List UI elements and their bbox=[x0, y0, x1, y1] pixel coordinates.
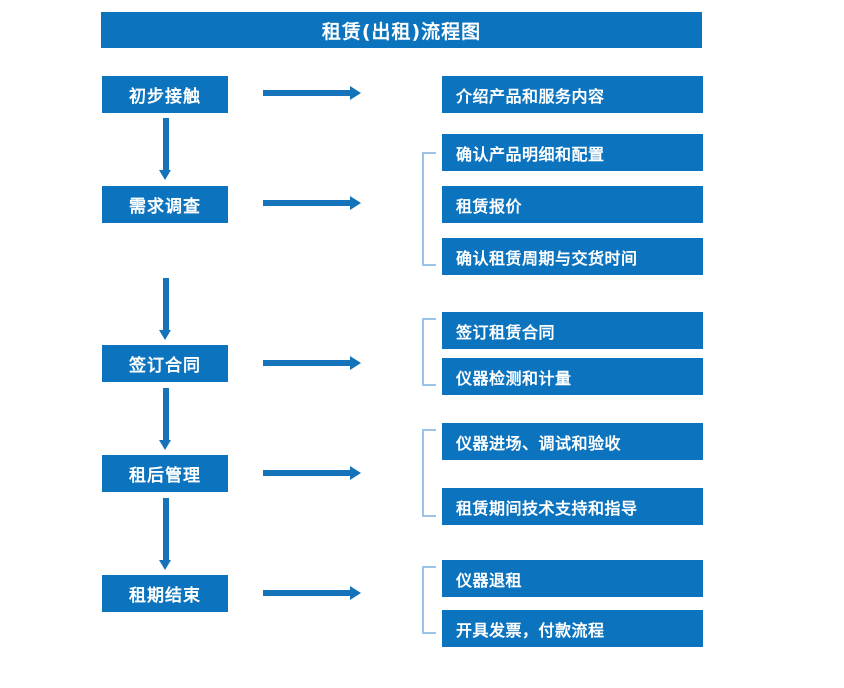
stage-box-2[interactable]: 需求调查 bbox=[102, 186, 228, 223]
arrow-shaft bbox=[163, 498, 169, 560]
detail-box-2-3[interactable]: 确认租赁周期与交货时间 bbox=[442, 238, 703, 275]
arrow-shaft bbox=[263, 90, 351, 96]
arrow-stage-1-to-details bbox=[263, 86, 361, 100]
arrow-head bbox=[350, 356, 361, 370]
detail-box-5-2[interactable]: 开具发票，付款流程 bbox=[442, 610, 703, 647]
stage-box-5[interactable]: 租期结束 bbox=[102, 575, 228, 612]
arrow-stage-4-to-details bbox=[263, 466, 361, 480]
arrow-shaft bbox=[263, 200, 351, 206]
stage-box-4[interactable]: 租后管理 bbox=[102, 455, 228, 492]
arrow-stage-3-to-details bbox=[263, 356, 361, 370]
arrow-shaft bbox=[163, 388, 169, 440]
group-bracket-5 bbox=[422, 566, 436, 634]
detail-box-4-2[interactable]: 租赁期间技术支持和指导 bbox=[442, 488, 703, 525]
group-bracket-4 bbox=[422, 429, 436, 517]
arrow-head bbox=[350, 196, 361, 210]
group-bracket-2 bbox=[422, 152, 436, 266]
arrow-shaft bbox=[263, 360, 351, 366]
arrow-shaft bbox=[163, 118, 169, 170]
stage-box-1[interactable]: 初步接触 bbox=[102, 76, 228, 113]
arrow-shaft bbox=[263, 470, 351, 476]
arrow-stage-5-to-details bbox=[263, 586, 361, 600]
arrow-shaft bbox=[263, 590, 351, 596]
detail-box-3-2[interactable]: 仪器检测和计量 bbox=[442, 358, 703, 395]
arrow-head bbox=[159, 440, 171, 450]
flowchart-title: 租赁(出租)流程图 bbox=[101, 12, 702, 48]
arrow-head bbox=[350, 586, 361, 600]
arrow-shaft bbox=[163, 278, 169, 330]
detail-box-4-1[interactable]: 仪器进场、调试和验收 bbox=[442, 423, 703, 460]
detail-box-2-2[interactable]: 租赁报价 bbox=[442, 186, 703, 223]
group-bracket-3 bbox=[422, 318, 436, 386]
arrow-head bbox=[159, 330, 171, 340]
arrow-head bbox=[159, 170, 171, 180]
arrow-head bbox=[159, 560, 171, 570]
connector-stage-3-to-4 bbox=[159, 388, 172, 450]
arrow-stage-2-to-details bbox=[263, 196, 361, 210]
detail-box-2-1[interactable]: 确认产品明细和配置 bbox=[442, 134, 703, 171]
connector-stage-1-to-2 bbox=[159, 118, 172, 180]
stage-box-3[interactable]: 签订合同 bbox=[102, 345, 228, 382]
arrow-head bbox=[350, 466, 361, 480]
detail-box-5-1[interactable]: 仪器退租 bbox=[442, 560, 703, 597]
arrow-head bbox=[350, 86, 361, 100]
detail-box-1-1[interactable]: 介绍产品和服务内容 bbox=[442, 76, 703, 113]
connector-stage-2-to-3 bbox=[159, 278, 172, 340]
connector-stage-4-to-5 bbox=[159, 498, 172, 570]
detail-box-3-1[interactable]: 签订租赁合同 bbox=[442, 312, 703, 349]
